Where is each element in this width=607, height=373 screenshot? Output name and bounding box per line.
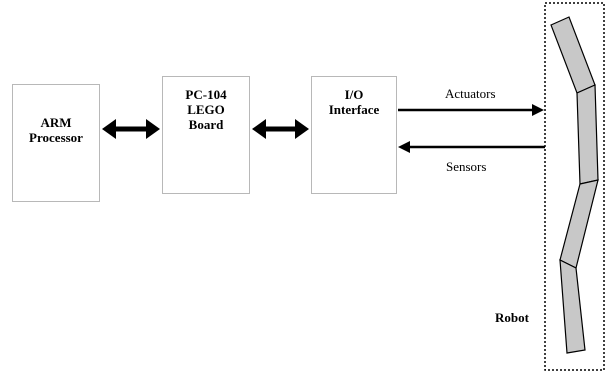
robot-segments	[550, 16, 599, 354]
actuators-label: Actuators	[445, 86, 496, 101]
pc104-label-line1: PC-104	[185, 87, 227, 102]
robot-segment-1	[550, 16, 596, 94]
robot-segment-4	[559, 258, 586, 354]
arm-processor-label-line1: ARM	[40, 115, 72, 130]
sensors-label: Sensors	[446, 159, 487, 174]
pc104-label-line3: Board	[188, 117, 224, 132]
arm-pc104-bidirectional-arrow	[102, 119, 160, 139]
robot-segment-3	[559, 179, 599, 269]
robot-label: Robot	[495, 310, 529, 325]
pc104-label-line2: LEGO	[187, 102, 225, 117]
arm-processor-block: ARM Processor	[12, 84, 100, 202]
pc104-lego-board-block: PC-104 LEGO Board	[162, 76, 250, 194]
pc104-io-bidirectional-arrow	[252, 119, 309, 139]
sensors-arrow	[398, 141, 545, 153]
io-label-line2: Interface	[328, 102, 380, 117]
io-label-line1: I/O	[344, 87, 364, 102]
robot-frame	[544, 2, 605, 371]
arm-processor-label-line2: Processor	[29, 130, 83, 145]
io-interface-block: I/O Interface	[311, 76, 397, 194]
robot-segment-2	[576, 84, 599, 185]
actuators-arrow	[398, 104, 544, 116]
